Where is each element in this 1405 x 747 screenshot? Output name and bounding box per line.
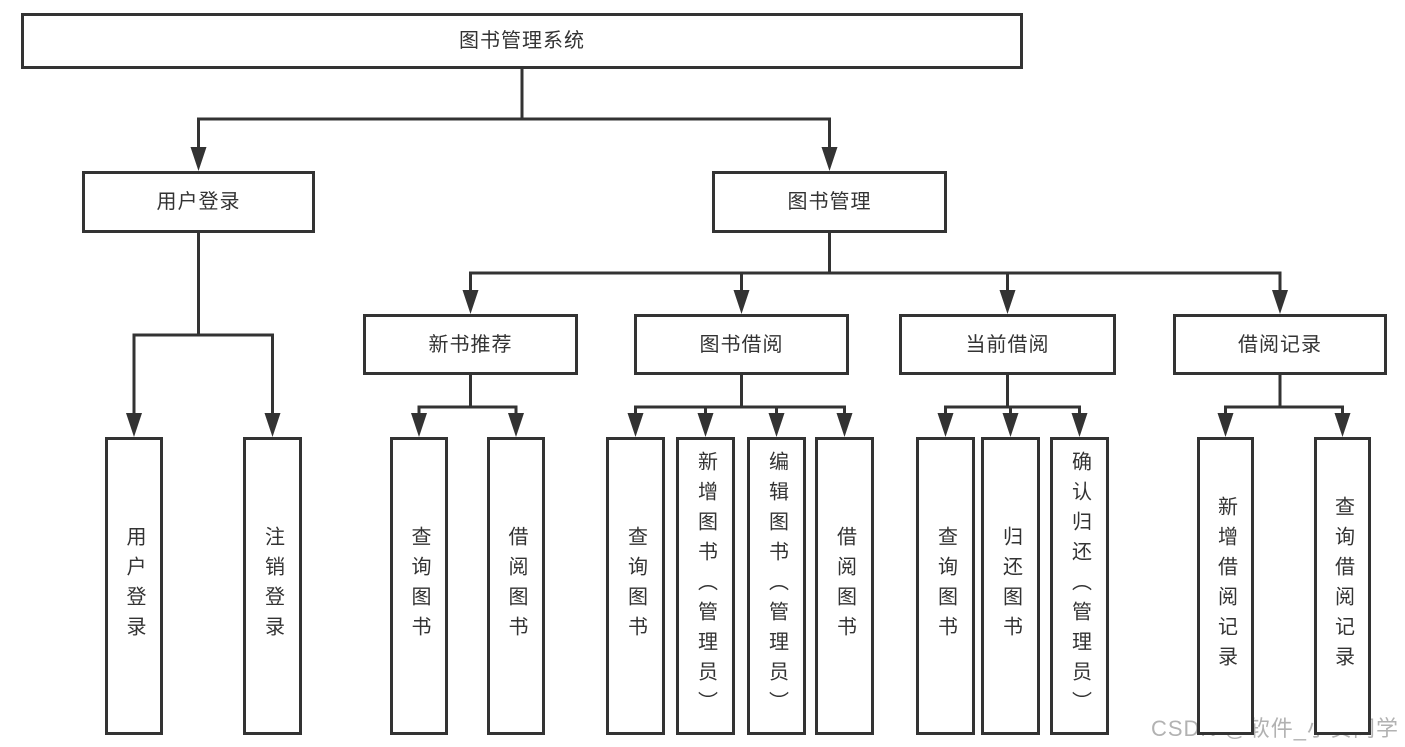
node-label-leaf-cb-query: 查询图书 [934, 526, 957, 646]
node-label-leaf-bb-query: 查询图书 [624, 526, 647, 646]
node-label-leaf-bb-edit: 编辑图书（管理员） [765, 451, 788, 721]
arrowhead-borrow-record [1272, 290, 1288, 314]
arrowhead-leaf-nbr-query [411, 413, 427, 437]
node-user-login: 用户登录 [82, 171, 315, 233]
arrowhead-leaf-user-login [126, 413, 142, 437]
arrowhead-leaf-br-query [1334, 413, 1351, 437]
node-label-current-borrow: 当前借阅 [965, 333, 1050, 356]
node-leaf-cb-confirm: 确认归还（管理员） [1050, 437, 1109, 735]
node-label-leaf-logout: 注销登录 [261, 526, 284, 646]
node-leaf-nbr-borrow: 借阅图书 [487, 437, 545, 735]
arrowhead-leaf-br-add [1217, 413, 1234, 437]
node-label-leaf-bb-borrow: 借阅图书 [833, 526, 856, 646]
node-label-leaf-user-login: 用户登录 [123, 526, 145, 646]
node-label-leaf-nbr-query: 查询图书 [408, 526, 430, 646]
node-label-leaf-br-add: 新增借阅记录 [1214, 496, 1237, 676]
node-leaf-nbr-query: 查询图书 [390, 437, 448, 735]
node-label-root: 图书管理系统 [459, 30, 585, 52]
arrowhead-current-borrow [999, 290, 1016, 314]
arrowhead-leaf-cb-query [937, 413, 954, 437]
node-leaf-logout: 注销登录 [243, 437, 302, 735]
node-label-new-book-rec: 新书推荐 [428, 333, 513, 356]
arrowhead-new-book-rec [462, 290, 479, 314]
arrowhead-book-mgmt [821, 147, 838, 171]
node-leaf-br-query: 查询借阅记录 [1314, 437, 1371, 735]
node-label-leaf-br-query: 查询借阅记录 [1331, 496, 1354, 676]
node-leaf-bb-add: 新增图书（管理员） [676, 437, 735, 735]
arrowhead-leaf-cb-return [1002, 413, 1019, 437]
arrowhead-leaf-bb-edit [768, 413, 785, 437]
arrowhead-leaf-bb-borrow [836, 413, 853, 437]
node-borrow-record: 借阅记录 [1173, 314, 1387, 375]
node-book-mgmt: 图书管理 [712, 171, 947, 233]
arrowhead-leaf-bb-add [697, 413, 714, 437]
node-leaf-br-add: 新增借阅记录 [1197, 437, 1254, 735]
node-label-book-mgmt: 图书管理 [787, 191, 872, 213]
arrowhead-leaf-nbr-borrow [508, 413, 524, 437]
arrowhead-book-borrow [733, 290, 750, 314]
arrowhead-leaf-logout [264, 413, 281, 437]
node-label-leaf-cb-confirm: 确认归还（管理员） [1068, 451, 1091, 721]
arrowhead-user-login [190, 147, 207, 171]
node-label-borrow-record: 借阅记录 [1238, 333, 1322, 356]
node-leaf-bb-edit: 编辑图书（管理员） [747, 437, 806, 735]
node-leaf-bb-borrow: 借阅图书 [815, 437, 874, 735]
node-root: 图书管理系统 [21, 13, 1023, 69]
node-label-leaf-nbr-borrow: 借阅图书 [505, 526, 527, 646]
node-new-book-rec: 新书推荐 [363, 314, 578, 375]
node-label-user-login: 用户登录 [156, 191, 241, 213]
node-current-borrow: 当前借阅 [899, 314, 1116, 375]
node-leaf-cb-return: 归还图书 [981, 437, 1040, 735]
node-leaf-bb-query: 查询图书 [606, 437, 665, 735]
node-label-book-borrow: 图书借阅 [699, 333, 784, 356]
node-leaf-cb-query: 查询图书 [916, 437, 975, 735]
node-label-leaf-bb-add: 新增图书（管理员） [694, 451, 717, 721]
node-book-borrow: 图书借阅 [634, 314, 849, 375]
arrowhead-leaf-bb-query [627, 413, 644, 437]
arrowhead-leaf-cb-confirm [1071, 413, 1088, 437]
node-label-leaf-cb-return: 归还图书 [999, 526, 1022, 646]
node-leaf-user-login: 用户登录 [105, 437, 163, 735]
